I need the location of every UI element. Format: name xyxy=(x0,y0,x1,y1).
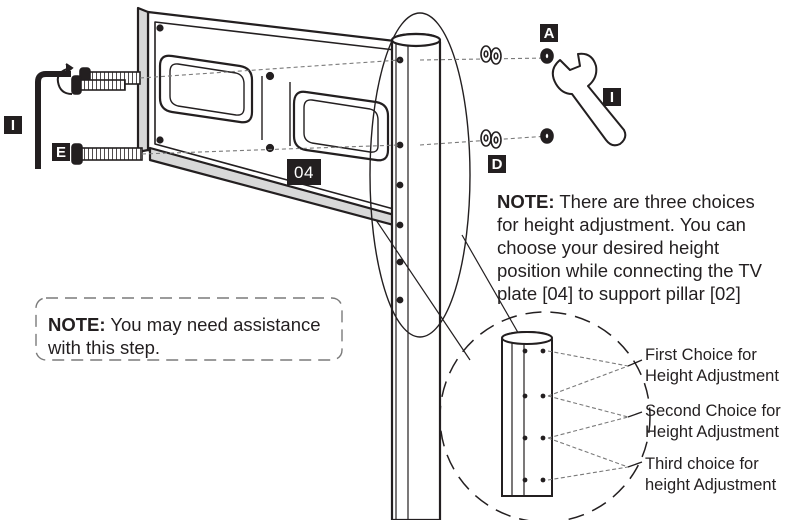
callout-line-left xyxy=(375,219,471,361)
callout-line-right xyxy=(461,234,529,351)
detail-pillar xyxy=(501,330,553,497)
choice-second-line1: Second Choice for xyxy=(645,402,781,420)
label-plate-04: 04 xyxy=(287,159,321,185)
label-i-left: I xyxy=(4,116,22,134)
choice-third: Third choice for height Adjustment xyxy=(645,454,776,496)
hex-key xyxy=(35,71,71,169)
height-note-line3: choose your desired height xyxy=(497,237,720,258)
choice-first-line2: Height Adjustment xyxy=(645,367,779,385)
choice-second: Second Choice for Height Adjustment xyxy=(645,401,781,443)
support-pillar xyxy=(390,32,442,520)
plate-slot-left xyxy=(158,54,254,124)
assist-note-line1: You may need assistance xyxy=(105,314,321,335)
choice-second-line2: Height Adjustment xyxy=(645,423,779,441)
assist-note-prefix: NOTE: xyxy=(48,314,106,335)
rotate-arrow-icon xyxy=(56,63,74,95)
height-note-prefix: NOTE: xyxy=(497,191,555,212)
detail-circle xyxy=(439,311,651,520)
washers-top xyxy=(480,45,554,65)
assist-note-box xyxy=(35,297,343,361)
detail-callout-ellipse xyxy=(369,12,471,338)
bolt-bottom xyxy=(71,143,143,165)
assist-note: NOTE: You may need assistance with this … xyxy=(48,313,338,359)
choice-third-line2: height Adjustment xyxy=(645,476,777,494)
washers-bottom xyxy=(480,128,554,149)
choice-third-line1: Third choice for xyxy=(645,455,759,473)
detail-holes xyxy=(522,348,546,483)
choice-first: First Choice for Height Adjustment xyxy=(645,345,779,387)
choice-first-line1: First Choice for xyxy=(645,346,757,364)
wrench xyxy=(551,52,627,147)
label-e: E xyxy=(52,143,70,161)
height-note-line2: for height adjustment. You can xyxy=(497,214,746,235)
label-i-right: I xyxy=(603,88,621,106)
label-d: D xyxy=(488,155,506,173)
height-note-line4: position while connecting the TV xyxy=(497,260,762,281)
choice-leader-lines xyxy=(547,350,629,481)
bolt-top-2 xyxy=(71,75,126,95)
height-note: NOTE: There are three choices for height… xyxy=(497,190,807,305)
height-note-line1: There are three choices xyxy=(554,191,755,212)
height-note-line5: plate [04] to support pillar [02] xyxy=(497,283,741,304)
assist-note-line2: with this step. xyxy=(48,337,161,358)
label-a: A xyxy=(540,24,558,42)
tv-plate xyxy=(136,6,422,234)
plate-slot-right xyxy=(292,90,390,162)
